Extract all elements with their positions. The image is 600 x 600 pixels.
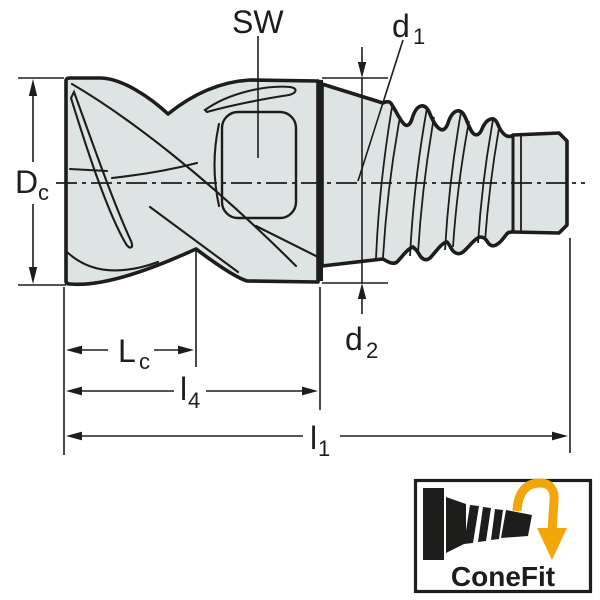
arrowhead: [178, 345, 194, 355]
dimension-d1: d 1: [357, 8, 425, 182]
dimension-sw: SW: [232, 4, 284, 158]
label-sw: SW: [232, 4, 284, 40]
dimension-lc: L c: [66, 333, 194, 374]
label-l1-sub: 1: [318, 436, 330, 461]
thread-flank-lines: [375, 106, 500, 260]
d1-leader: [357, 39, 404, 182]
dimension-l4: l 4: [66, 371, 318, 413]
arrowhead: [357, 62, 367, 78]
label-lc: L: [118, 333, 136, 369]
tool-icon: [423, 488, 532, 560]
arrowhead: [552, 431, 568, 441]
label-d1-sub: 1: [413, 24, 425, 49]
flute-lines: [65, 82, 320, 274]
head-outline: [64, 76, 320, 287]
label-dc: D: [15, 164, 38, 200]
dimension-dc: D c: [15, 77, 66, 286]
label-d1: d: [392, 8, 410, 44]
tool-head: [64, 76, 323, 287]
wrench-flat: [213, 110, 298, 220]
label-d2-sub: 2: [366, 338, 378, 363]
arrowhead: [66, 386, 82, 396]
arrowhead: [28, 267, 38, 284]
label-l4: l: [180, 371, 187, 407]
label-dc-sub: c: [38, 180, 49, 205]
dimension-d2: d 2: [322, 47, 388, 363]
rotation-arrow-icon: [512, 478, 567, 560]
shank-outline: [320, 82, 569, 268]
label-d2: d: [345, 321, 363, 357]
label-l4-sub: 4: [188, 388, 200, 413]
arrowhead: [302, 386, 318, 396]
arrowhead: [28, 79, 38, 96]
label-l1: l: [310, 420, 317, 456]
tool-shank: [320, 82, 569, 268]
logo-text: ConeFit: [451, 561, 555, 592]
arrowhead: [66, 431, 82, 441]
label-lc-sub: c: [139, 349, 150, 374]
arrowhead: [357, 283, 367, 299]
dimension-l1: l 1: [66, 420, 568, 461]
arrowhead: [66, 345, 82, 355]
conefit-logo: ConeFit: [413, 478, 593, 594]
